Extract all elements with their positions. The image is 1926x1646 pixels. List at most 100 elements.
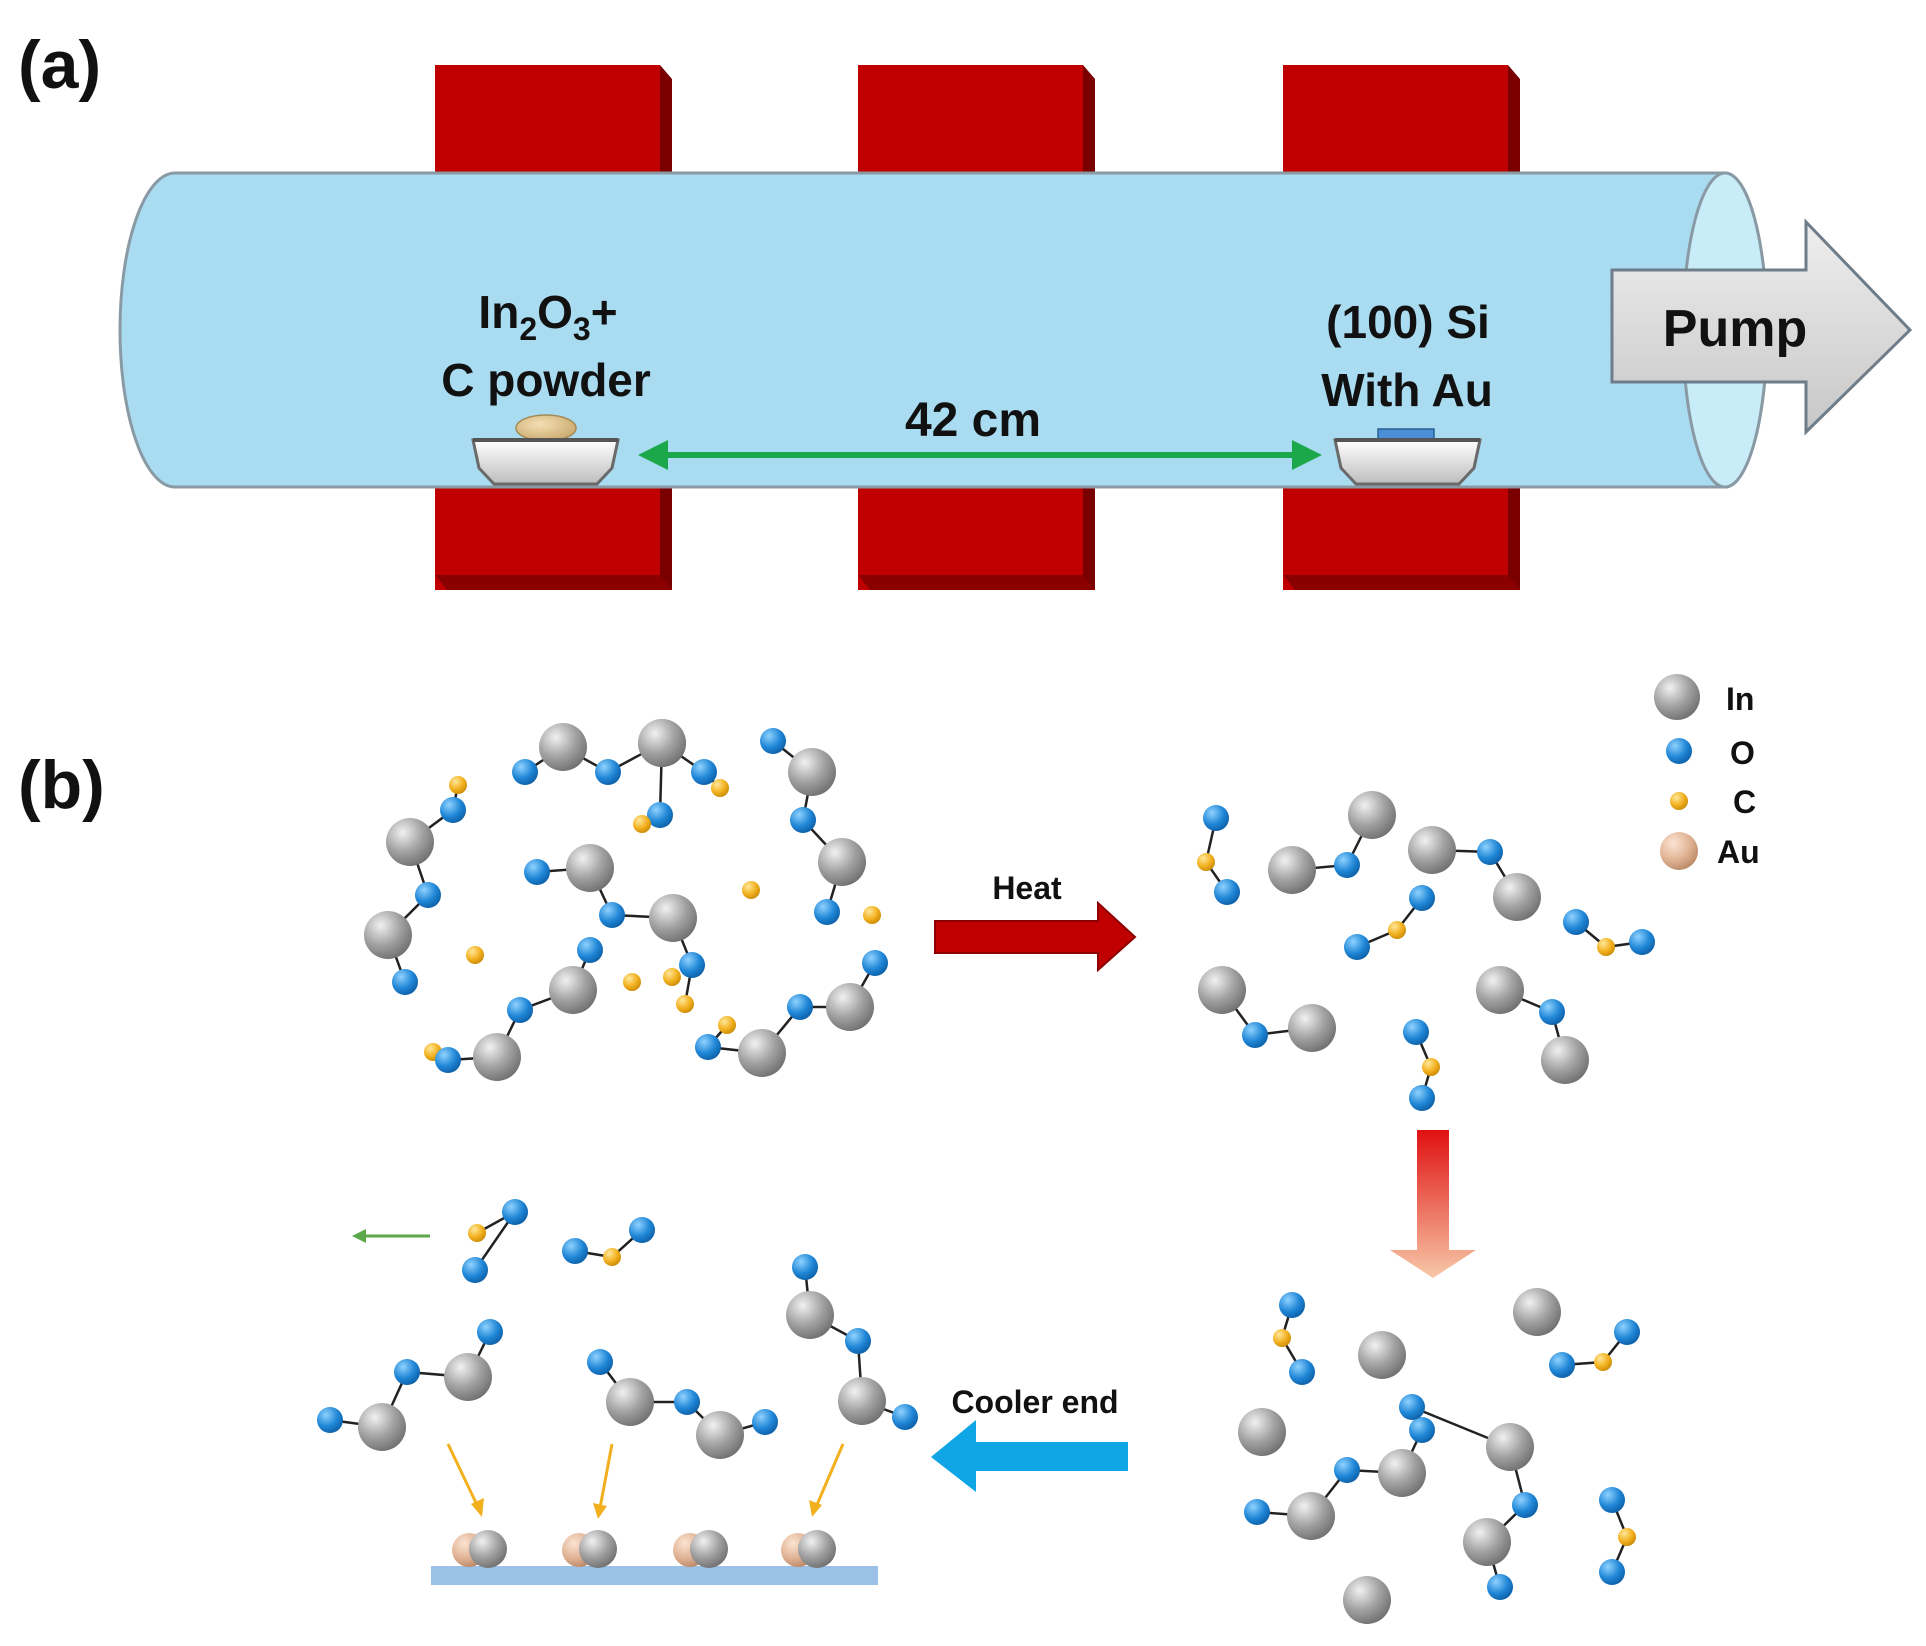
indium-atom <box>358 1403 406 1451</box>
cooler-end-label: Cooler end <box>951 1384 1118 1420</box>
powder-mound <box>515 414 577 442</box>
legend-au-marker <box>1660 832 1698 870</box>
oxygen-atom <box>512 759 538 785</box>
oxygen-atom <box>462 1257 488 1283</box>
oxygen-atom <box>1614 1319 1640 1345</box>
oxygen-atom <box>477 1319 503 1345</box>
carbon-atom <box>1273 1329 1291 1347</box>
indium-atom <box>786 1291 834 1339</box>
legend-in-marker <box>1654 674 1700 720</box>
legend-c-marker <box>1670 792 1688 810</box>
oxygen-atom <box>787 994 813 1020</box>
oxygen-atom <box>415 882 441 908</box>
au-in-seeds <box>452 1530 836 1568</box>
indium-atom <box>1358 1331 1406 1379</box>
indium-atom <box>696 1411 744 1459</box>
indium-atom <box>539 723 587 771</box>
pump-arrow: Pump <box>1610 218 1913 436</box>
carbon-atom <box>468 1224 486 1242</box>
oxygen-atom <box>1629 929 1655 955</box>
indium-atom <box>473 1033 521 1081</box>
source-boat <box>471 414 620 486</box>
oxygen-atom <box>507 997 533 1023</box>
carbon-atom <box>663 968 681 986</box>
source-label-line1: In2O3+ <box>478 286 617 347</box>
oxygen-atom <box>679 952 705 978</box>
oxygen-atom <box>845 1328 871 1354</box>
indium-atom <box>1288 1004 1336 1052</box>
indium-atom <box>549 966 597 1014</box>
source-label-line2: C powder <box>441 354 651 406</box>
oxygen-atom <box>1409 1085 1435 1111</box>
oxygen-atom <box>647 802 673 828</box>
legend: In O C Au <box>1654 674 1760 870</box>
oxygen-atom <box>1334 1457 1360 1483</box>
indium-atom <box>738 1029 786 1077</box>
oxygen-atom <box>1403 1019 1429 1045</box>
carbon-atom <box>623 973 641 991</box>
indium-atom <box>1348 791 1396 839</box>
carbon-atom <box>1594 1353 1612 1371</box>
oxygen-atom <box>1399 1394 1425 1420</box>
indium-atom <box>1268 846 1316 894</box>
oxygen-atom <box>1214 879 1240 905</box>
indium-atom <box>1238 1408 1286 1456</box>
heat-label: Heat <box>992 870 1062 906</box>
panel-a-label: (a) <box>18 27 101 103</box>
oxygen-atom <box>524 859 550 885</box>
oxygen-atom <box>394 1359 420 1385</box>
carbon-atom <box>466 946 484 964</box>
oxygen-atom <box>1289 1359 1315 1385</box>
indium-atom <box>826 983 874 1031</box>
oxygen-atom <box>752 1409 778 1435</box>
oxygen-atom <box>1599 1487 1625 1513</box>
distance-label: 42 cm <box>905 394 1041 447</box>
carbon-atom <box>1597 938 1615 956</box>
carbon-atom <box>711 779 729 797</box>
indium-atom <box>1343 1576 1391 1624</box>
flow-arrow-green <box>352 1229 430 1243</box>
down-arrow <box>1390 1130 1476 1278</box>
indium-atom <box>1493 873 1541 921</box>
oxygen-atom <box>1242 1022 1268 1048</box>
indium-atom <box>818 838 866 886</box>
indium-atom <box>364 911 412 959</box>
carbon-atom <box>633 815 651 833</box>
oxygen-atom <box>1512 1492 1538 1518</box>
si-substrate <box>431 1566 878 1585</box>
carbon-atom <box>1197 853 1215 871</box>
oxygen-atom <box>892 1404 918 1430</box>
indium-atom <box>788 748 836 796</box>
oxygen-atom <box>1409 885 1435 911</box>
cooler-end-arrow <box>931 1420 1128 1492</box>
legend-o-label: O <box>1730 735 1755 771</box>
oxygen-atom <box>317 1407 343 1433</box>
oxygen-atom <box>629 1217 655 1243</box>
legend-in-label: In <box>1726 681 1754 717</box>
indium-atom <box>1463 1518 1511 1566</box>
indium-atom <box>444 1353 492 1401</box>
oxygen-atom <box>1203 805 1229 831</box>
indium-atom <box>566 844 614 892</box>
substrate-label-line1: (100) Si <box>1326 296 1490 348</box>
deposition-arrows <box>446 1443 845 1519</box>
indium-atom <box>386 818 434 866</box>
oxygen-atom <box>599 902 625 928</box>
oxygen-atom <box>1477 839 1503 865</box>
legend-o-marker <box>1666 738 1692 764</box>
oxygen-atom <box>695 1034 721 1060</box>
substrate-label-line2: With Au <box>1321 364 1493 416</box>
oxygen-atom <box>674 1389 700 1415</box>
substrate-boat <box>1333 428 1482 486</box>
oxygen-atom <box>1409 1417 1435 1443</box>
deposition-arrow-2 <box>593 1443 614 1519</box>
oxygen-atom <box>577 937 603 963</box>
oxygen-atom <box>1599 1559 1625 1585</box>
oxygen-atom <box>1563 909 1589 935</box>
indium-seed <box>690 1530 728 1568</box>
oxygen-atom <box>691 759 717 785</box>
oxygen-atom <box>792 1254 818 1280</box>
deposition-arrow-1 <box>446 1443 484 1517</box>
indium-atom <box>1541 1036 1589 1084</box>
